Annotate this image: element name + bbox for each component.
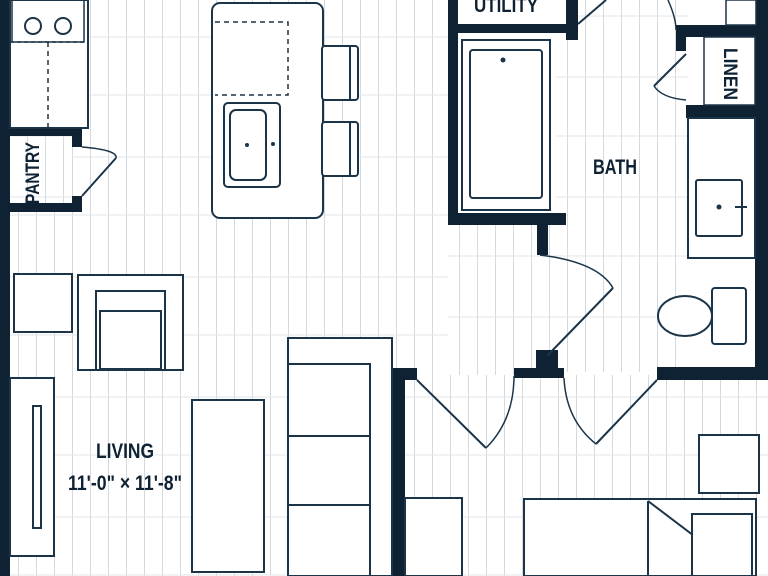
bath-label: BATH: [593, 156, 637, 179]
armchair-icon: [77, 274, 184, 371]
pantry-door: [81, 146, 117, 197]
living-label: LIVING: [96, 440, 154, 463]
wall-bath-right: [755, 0, 768, 375]
bar-stool-icon: [321, 45, 359, 177]
wall-bedroom-top-mid: [514, 368, 564, 378]
wall-pantry-bottom: [10, 203, 82, 212]
bedroom-door-left: [416, 375, 515, 449]
island-sink-icon: [223, 102, 281, 188]
linen-door: [653, 53, 687, 101]
wall-utility-right: [566, 0, 578, 40]
dresser-icon: [404, 497, 463, 576]
wall-linen-left: [676, 25, 686, 51]
wall-left-exterior: [0, 0, 10, 576]
wall-pantry-jamb-bottom: [72, 196, 82, 212]
utility-door: [577, 0, 607, 25]
utility-label: UTILITY: [474, 0, 539, 17]
vanity-sink-icon: [687, 117, 756, 259]
bed-icon: [523, 498, 757, 576]
wall-bedroom-top-right: [657, 367, 768, 380]
side-table-icon: [13, 273, 73, 333]
wall-pantry-top: [10, 127, 82, 136]
kitchen-counter: [9, 0, 89, 129]
linen-label: LINEN: [719, 48, 740, 100]
toilet-icon: [657, 287, 747, 345]
wall-closet-top: [676, 25, 768, 37]
coffee-table-icon: [191, 399, 265, 573]
wall-bath-bottom-left: [448, 213, 566, 225]
sofa-icon: [287, 337, 393, 576]
utility-room: [458, 0, 566, 24]
wall-bedroom-left-vertical: [393, 375, 405, 576]
wall-bath-stub: [537, 225, 548, 255]
wall-linen-bottom: [686, 105, 768, 118]
living-dimensions: 11'-0" × 11'-8": [68, 472, 182, 495]
cooktop-icon: [24, 17, 72, 35]
utility-door-swing: [667, 0, 677, 31]
bedroom-door-right: [563, 377, 658, 445]
wall-utility-left: [448, 0, 458, 225]
pantry-room: [10, 136, 72, 203]
nightstand-icon: [698, 434, 760, 494]
linen-room: [703, 36, 756, 106]
closet-shelf: [725, 0, 757, 26]
bath-door: [539, 254, 614, 357]
pantry-label: PANTRY: [23, 142, 44, 204]
wall-pantry-jamb-top: [72, 127, 82, 147]
wall-utility-bottom: [448, 24, 576, 33]
console-shelf-icon: [9, 377, 55, 557]
bathtub-icon: [458, 33, 556, 213]
